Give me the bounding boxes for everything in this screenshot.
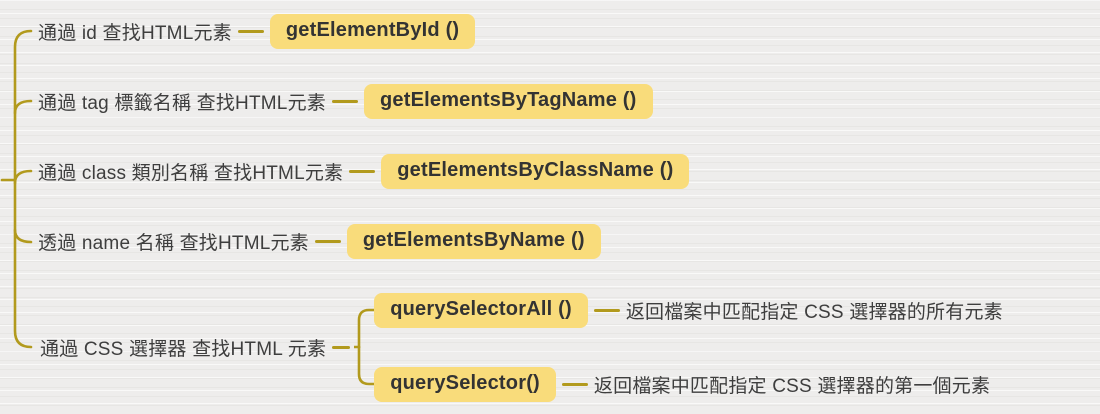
- connector-stub: [561, 382, 588, 386]
- connector-stub: [237, 29, 264, 33]
- branch-label-name: 透過 name 名稱 查找HTML元素: [38, 232, 309, 254]
- css-children-column: querySelectorAll () 返回檔案中匹配指定 CSS 選擇器的所有…: [374, 290, 1003, 404]
- method-box-getelementbyid: getElementById (): [269, 13, 476, 49]
- connector-stub: [593, 308, 620, 312]
- sub-row-queryselectorall: querySelectorAll () 返回檔案中匹配指定 CSS 選擇器的所有…: [374, 290, 1003, 330]
- method-box-queryselector: querySelector(): [374, 366, 556, 402]
- connector-stub: [349, 169, 376, 173]
- branch-label-css: 通過 CSS 選擇器 查找HTML 元素: [40, 338, 327, 360]
- branch-row-css: 通過 CSS 選擇器 查找HTML 元素 querySelectorAll ()…: [40, 290, 1003, 404]
- description-queryselector: 返回檔案中匹配指定 CSS 選擇器的第一個元素: [593, 375, 991, 397]
- sub-row-queryselector: querySelector() 返回檔案中匹配指定 CSS 選擇器的第一個元素: [374, 364, 1003, 404]
- description-queryselectorall: 返回檔案中匹配指定 CSS 選擇器的所有元素: [625, 301, 1003, 323]
- branch-row-id: 通過 id 查找HTML元素 getElementById (): [38, 11, 476, 51]
- branch-label-tag: 通過 tag 標籤名稱 查找HTML元素: [38, 92, 326, 114]
- css-fork-connector: [354, 308, 375, 386]
- branch-label-id: 通過 id 查找HTML元素: [38, 22, 232, 44]
- method-box-getelementsbyname: getElementsByName (): [346, 223, 601, 259]
- branch-row-class: 通過 class 類別名稱 查找HTML元素 getElementsByClas…: [38, 151, 690, 191]
- branch-label-class: 通過 class 類別名稱 查找HTML元素: [38, 162, 344, 184]
- connector-stub: [331, 99, 358, 103]
- branch-row-tag: 通過 tag 標籤名稱 查找HTML元素 getElementsByTagNam…: [38, 81, 653, 121]
- method-box-queryselectorall: querySelectorAll (): [374, 292, 588, 328]
- method-box-getelementsbyclassname: getElementsByClassName (): [381, 153, 690, 189]
- method-box-getelementsbytagname: getElementsByTagName (): [363, 83, 653, 119]
- connector-stub: [332, 345, 351, 349]
- connector-stub: [314, 239, 341, 243]
- branch-row-name: 透過 name 名稱 查找HTML元素 getElementsByName (): [38, 221, 601, 261]
